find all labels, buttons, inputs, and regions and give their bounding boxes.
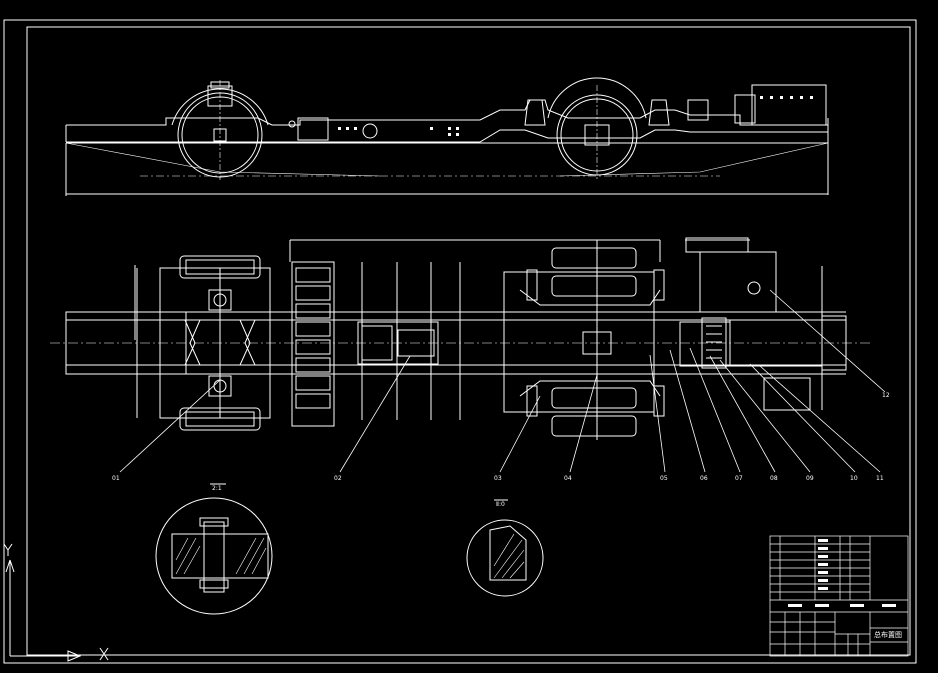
rear-bracket-right-top xyxy=(653,269,665,301)
side-engine-housing xyxy=(734,94,756,124)
part-label-08: 08 xyxy=(770,475,778,482)
engine-muffler xyxy=(763,377,811,411)
part-label-10: 10 xyxy=(850,475,858,482)
title-block-rows xyxy=(770,536,871,600)
detail-a-circle xyxy=(155,497,273,615)
rear-leaf-top xyxy=(519,289,661,306)
part-label-12: 12 xyxy=(882,392,890,399)
engine-box xyxy=(699,251,777,313)
rear-bracket-right-bottom xyxy=(653,385,665,417)
leader-lines xyxy=(119,289,886,473)
side-slope-right xyxy=(559,142,829,177)
part-label-09: 09 xyxy=(806,475,814,482)
rear-axle-frame xyxy=(503,271,655,413)
side-slope-left xyxy=(65,142,381,177)
part-label-03: 03 xyxy=(494,475,502,482)
radiator-stack xyxy=(291,261,335,427)
side-driveshaft-joint xyxy=(362,123,378,139)
side-joint xyxy=(288,120,296,128)
part-labels: 01 02 03 04 05 06 07 08 09 10 11 12 xyxy=(112,392,890,482)
rear-tire-top-2 xyxy=(551,275,637,297)
detail-section-a: 2:1 xyxy=(155,483,273,615)
side-engine-block xyxy=(751,84,827,126)
transmission-inner xyxy=(397,329,435,357)
engine-transmission xyxy=(679,321,731,367)
front-hub xyxy=(213,128,227,142)
side-gearbox xyxy=(297,117,329,141)
transmission-left xyxy=(361,325,393,361)
radiator-fins xyxy=(295,267,331,409)
title-block-fills xyxy=(788,539,896,607)
transmission-box xyxy=(357,321,439,365)
part-label-05: 05 xyxy=(660,475,668,482)
engine-clutch-lines xyxy=(706,325,722,359)
ucs-axis-icon xyxy=(3,543,109,662)
part-label-04: 04 xyxy=(564,475,572,482)
side-bolts xyxy=(338,127,459,136)
rear-wheel-arch xyxy=(547,77,647,119)
detail-a-label: 2:1 xyxy=(212,485,222,492)
detail-a-hatch xyxy=(175,537,267,575)
engine-bellhousing xyxy=(685,237,749,253)
detail-section-b: Ⅱ:0 xyxy=(466,499,544,597)
front-cross-members xyxy=(184,319,256,366)
front-axle-frame xyxy=(159,267,271,419)
side-engine-ports xyxy=(760,96,813,99)
drawing-title: 总布置图 xyxy=(874,630,902,639)
part-label-02: 02 xyxy=(334,475,342,482)
rear-end-block xyxy=(821,315,847,371)
rear-bracket-left-top xyxy=(526,269,538,301)
rear-diff xyxy=(582,331,612,355)
side-view xyxy=(65,77,829,196)
cross-bars xyxy=(289,240,661,420)
part-label-06: 06 xyxy=(700,475,708,482)
top-view xyxy=(50,237,870,440)
rear-shock-left xyxy=(524,99,546,126)
detail-b-label: Ⅱ:0 xyxy=(496,501,505,508)
part-label-07: 07 xyxy=(735,475,743,482)
rear-tire-bottom-2 xyxy=(551,415,637,437)
outer-border xyxy=(3,19,917,664)
detail-b-hatch xyxy=(493,533,525,579)
engine-flywheel xyxy=(747,281,761,295)
part-label-01: 01 xyxy=(112,475,120,482)
rear-shock-right xyxy=(648,99,670,126)
side-frame-bottom xyxy=(66,129,828,143)
rear-tire-bottom-1 xyxy=(551,387,637,409)
part-label-11: 11 xyxy=(876,475,884,482)
side-clutch xyxy=(687,99,709,121)
engine-clutch xyxy=(701,317,727,369)
title-block: 总布置图 xyxy=(769,535,909,657)
title-block-lower-cells xyxy=(770,612,870,656)
detail-b-circle xyxy=(466,519,544,597)
rear-tire-top-1 xyxy=(551,247,637,269)
inner-border xyxy=(26,26,911,656)
